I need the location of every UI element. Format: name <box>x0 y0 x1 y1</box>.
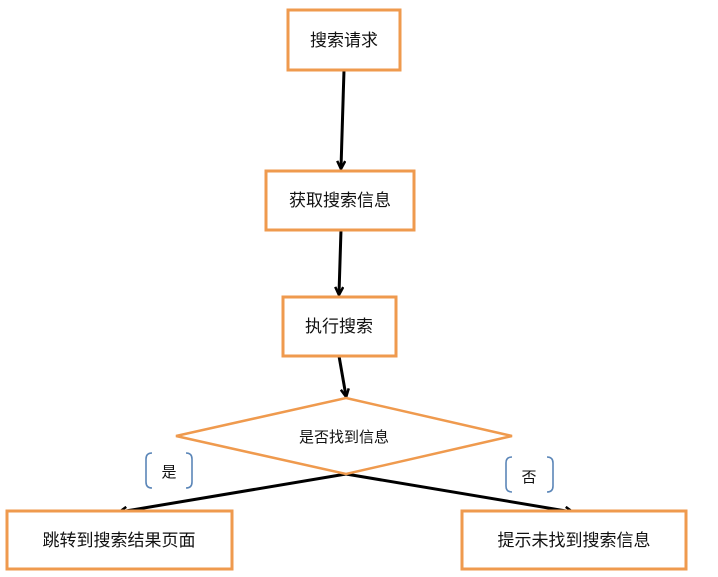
node-decision-found-label: 是否找到信息 <box>299 428 389 446</box>
bracket-right-yes <box>185 452 193 489</box>
branch-yes-label: 是 <box>161 463 176 481</box>
node-search-request: 搜索请求 <box>286 8 402 72</box>
node-search-request-label: 搜索请求 <box>310 31 378 51</box>
branch-yes-annotation: 是 <box>145 452 193 489</box>
branch-no-annotation: 否 <box>505 456 554 493</box>
bracket-left-no <box>505 456 513 493</box>
node-execute-search: 执行搜索 <box>281 295 398 358</box>
node-get-search-info-label: 获取搜索信息 <box>289 191 391 211</box>
connector-decision-no <box>345 472 572 512</box>
connector-decision-yes <box>120 472 347 512</box>
node-get-search-info: 获取搜索信息 <box>264 169 416 232</box>
node-execute-search-label: 执行搜索 <box>305 317 373 337</box>
node-show-results: 跳转到搜索结果页面 <box>5 509 234 571</box>
bracket-left-yes <box>145 452 153 489</box>
connector-get-info-to-execute <box>339 229 341 294</box>
node-decision-found: 是否找到信息 <box>175 396 513 476</box>
bracket-right-no <box>546 456 554 493</box>
node-show-not-found: 提示未找到搜索信息 <box>460 509 688 571</box>
branch-no-label: 否 <box>521 468 536 486</box>
connector-request-to-get-info <box>341 69 344 168</box>
node-show-results-label: 跳转到搜索结果页面 <box>43 531 196 551</box>
connector-execute-to-decision <box>337 355 346 396</box>
node-show-not-found-label: 提示未找到搜索信息 <box>498 531 651 551</box>
